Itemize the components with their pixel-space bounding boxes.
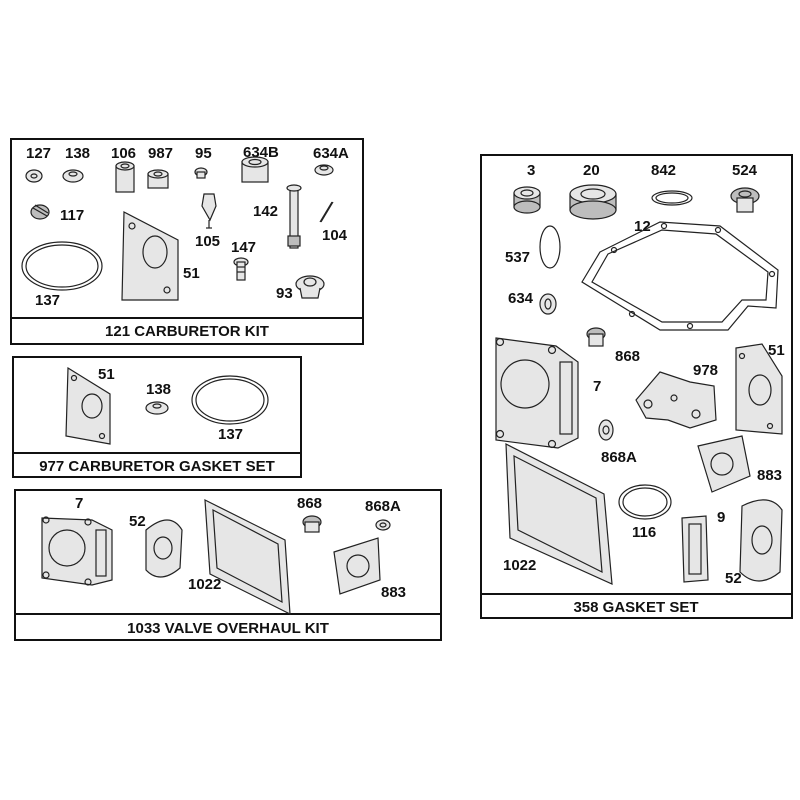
part-524-plug <box>730 187 760 213</box>
label-93: 93 <box>276 285 293 302</box>
label-95: 95 <box>195 145 212 162</box>
label-1022: 1022 <box>503 557 536 574</box>
label-868: 868 <box>297 495 322 512</box>
carburetor-kit-title: 121 CARBURETOR KIT <box>105 323 269 340</box>
label-20: 20 <box>583 162 600 179</box>
label-142: 142 <box>253 203 278 220</box>
label-117: 117 <box>60 207 84 224</box>
label-842: 842 <box>651 162 676 179</box>
part-883-gasket <box>333 537 381 595</box>
part-537-o-ring <box>539 225 561 269</box>
label-138: 138 <box>146 381 171 398</box>
part-978-bracket <box>635 371 717 429</box>
part-138-seal <box>62 169 84 183</box>
label-51: 51 <box>98 366 115 383</box>
part-106-sleeve <box>115 161 135 193</box>
part-117-spring <box>30 204 50 220</box>
part-142-pin <box>286 184 302 249</box>
label-868a: 868A <box>601 449 637 466</box>
valve-overhaul-kit-panel: 1033 VALVE OVERHAUL KIT 7 52 868 868A 10… <box>14 489 442 641</box>
part-868-seal <box>302 515 322 533</box>
part-868-seal <box>586 327 606 347</box>
label-12: 12 <box>634 218 651 235</box>
part-127-washer <box>25 169 43 183</box>
label-51: 51 <box>768 342 785 359</box>
label-883: 883 <box>757 467 782 484</box>
label-52: 52 <box>129 513 146 530</box>
part-52-gasket <box>145 519 183 578</box>
label-127: 127 <box>26 145 51 162</box>
carburetor-gasket-set-title: 977 CARBURETOR GASKET SET <box>39 458 275 475</box>
label-137: 137 <box>218 426 243 443</box>
label-537: 537 <box>505 249 530 266</box>
label-524: 524 <box>732 162 758 179</box>
part-9-gasket <box>681 515 709 583</box>
label-147: 147 <box>231 239 256 256</box>
label-9: 9 <box>717 509 725 526</box>
label-868a: 868A <box>365 498 401 515</box>
gasket-set-panel: 358 GASKET SET 3 20 842 524 12 537 634 8… <box>480 154 793 619</box>
label-51: 51 <box>183 265 200 282</box>
part-147-screw <box>233 257 249 281</box>
label-104: 104 <box>322 227 348 244</box>
part-868a-washer <box>375 519 391 531</box>
label-137: 137 <box>35 292 60 309</box>
part-138-seal <box>145 401 169 415</box>
part-634a-washer <box>314 164 334 176</box>
label-52: 52 <box>725 570 742 587</box>
label-978: 978 <box>693 362 718 379</box>
part-105-needle <box>201 193 217 229</box>
part-51-gasket <box>65 366 111 445</box>
label-634a: 634A <box>313 145 349 162</box>
label-7: 7 <box>75 495 83 512</box>
label-3: 3 <box>527 162 535 179</box>
part-842-gasket <box>651 190 693 206</box>
part-137-o-ring <box>191 375 269 425</box>
part-987-bushing <box>147 169 169 189</box>
label-138: 138 <box>65 145 90 162</box>
part-868a-washer <box>598 419 614 441</box>
part-95-plug <box>194 167 208 179</box>
label-116: 116 <box>632 524 656 541</box>
part-12-base-gasket <box>581 221 779 331</box>
label-1022: 1022 <box>188 576 221 593</box>
part-116-o-ring <box>618 484 672 520</box>
label-7: 7 <box>593 378 601 395</box>
part-51-gasket <box>735 343 783 435</box>
part-51-gasket <box>121 211 179 301</box>
part-93-fitting <box>295 275 325 299</box>
carburetor-kit-panel: 121 CARBURETOR KIT 127 138 106 987 95 63… <box>10 138 364 345</box>
part-104-spring <box>319 201 334 223</box>
label-883: 883 <box>381 584 406 601</box>
part-7-head-gasket <box>495 337 579 449</box>
part-1022-cover-gasket <box>204 498 291 616</box>
part-20-oil-seal <box>569 184 617 220</box>
label-634: 634 <box>508 290 534 307</box>
part-52-gasket <box>739 499 783 582</box>
part-7-head-gasket <box>41 516 113 586</box>
label-868: 868 <box>615 348 640 365</box>
part-1022-cover-gasket <box>505 442 613 585</box>
part-634b-bushing <box>241 156 269 183</box>
part-3-oil-seal <box>513 186 541 214</box>
carburetor-gasket-set-panel: 977 CARBURETOR GASKET SET 51 138 137 <box>12 356 302 478</box>
part-883-gasket <box>697 435 751 493</box>
part-634-washer <box>539 293 557 315</box>
label-105: 105 <box>195 233 220 250</box>
valve-overhaul-kit-title: 1033 VALVE OVERHAUL KIT <box>127 620 329 637</box>
label-987: 987 <box>148 145 173 162</box>
gasket-set-title: 358 GASKET SET <box>573 599 698 616</box>
label-106: 106 <box>111 145 136 162</box>
part-137-o-ring <box>21 241 103 291</box>
